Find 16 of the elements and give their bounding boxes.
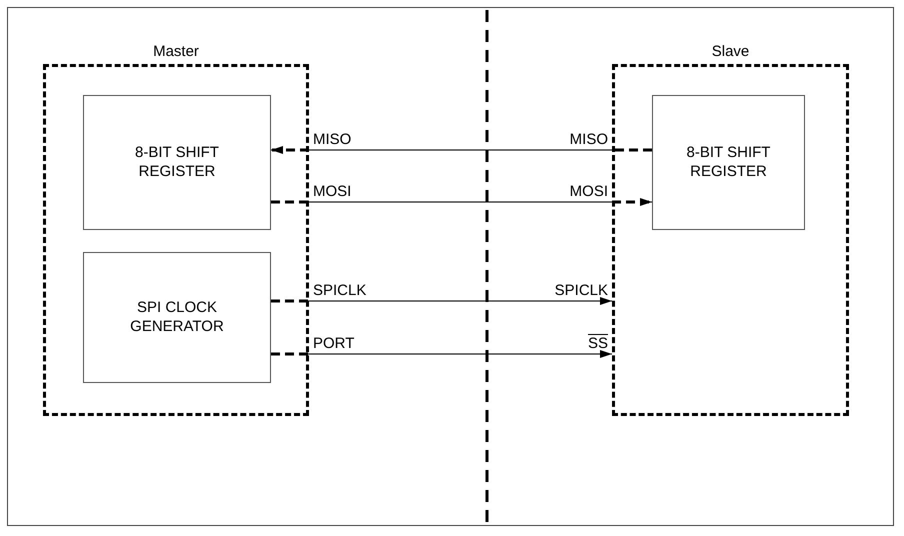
signal-name: SS bbox=[588, 336, 608, 351]
signal-name: SPICLK bbox=[554, 283, 608, 298]
signal-name: MISO bbox=[570, 132, 608, 147]
process-box bbox=[83, 252, 271, 383]
signal-name: PORT bbox=[313, 336, 354, 351]
group-heading: Slave bbox=[710, 43, 750, 60]
signal-name: MOSI bbox=[570, 184, 608, 199]
signal-name: MISO bbox=[313, 132, 352, 147]
box-label: 8-BIT SHIFT REGISTER bbox=[686, 144, 772, 182]
box-label: 8-BIT SHIFT REGISTER bbox=[134, 144, 220, 182]
box-label: SPI CLOCK GENERATOR bbox=[129, 298, 225, 336]
process-box bbox=[652, 95, 805, 230]
signal-name: MOSI bbox=[313, 184, 352, 199]
group-heading: Master bbox=[152, 43, 200, 60]
process-box bbox=[83, 95, 271, 230]
signal-name: SPICLK bbox=[313, 283, 366, 298]
